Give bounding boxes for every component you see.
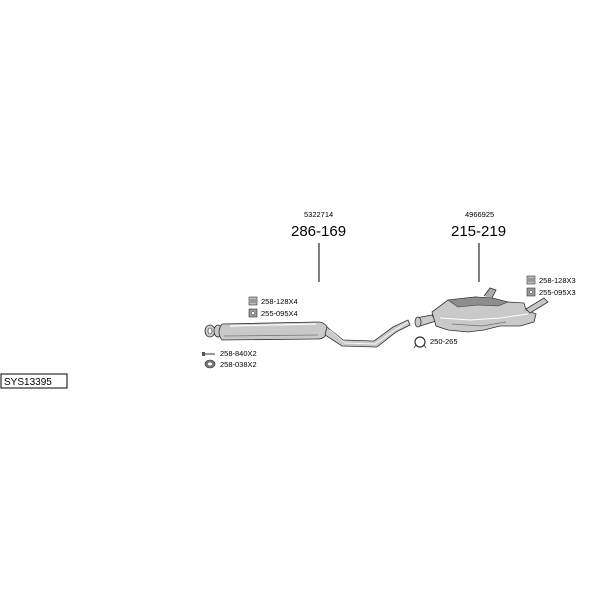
tail-pipe [525,297,549,314]
clamp-icon [248,296,258,306]
front-hanger-label: 255-095X4 [261,309,298,318]
rear-part-number[interactable]: 215-219 [451,223,506,240]
bolt-item[interactable]: 258-840X2 [202,349,257,358]
front-part-ref: 5322714 [304,210,333,219]
gasket-icon [204,359,216,369]
system-code-box: SYS13395 [0,373,68,389]
front-pipe [324,319,411,348]
rear-exhaust-section[interactable] [414,287,549,333]
ring-icon [413,336,427,349]
rear-hanger-item[interactable]: 255-095X3 [526,287,576,297]
hanger-icon [248,308,258,318]
system-code: SYS13395 [4,377,52,388]
clamp-icon [526,275,536,285]
gasket-item[interactable]: 258-038X2 [204,359,257,369]
front-clamp-label: 258-128X4 [261,297,298,306]
bolt-icon [202,352,215,356]
hanger-icon [526,287,536,297]
bolt-label: 258-840X2 [220,349,257,358]
gasket-label: 258-038X2 [220,360,257,369]
ring-item[interactable]: 250-265 [413,336,458,349]
front-hanger-item[interactable]: 255-095X4 [248,308,298,318]
rear-clamp-label: 258-128X3 [539,276,576,285]
rear-hanger-label: 255-095X3 [539,288,576,297]
front-exhaust-section[interactable] [204,319,411,348]
front-clamp-item[interactable]: 258-128X4 [248,296,298,306]
ring-label: 250-265 [430,337,458,346]
rear-clamp-item[interactable]: 258-128X3 [526,275,576,285]
front-part-number[interactable]: 286-169 [291,223,346,240]
rear-part-ref: 4966925 [465,210,494,219]
